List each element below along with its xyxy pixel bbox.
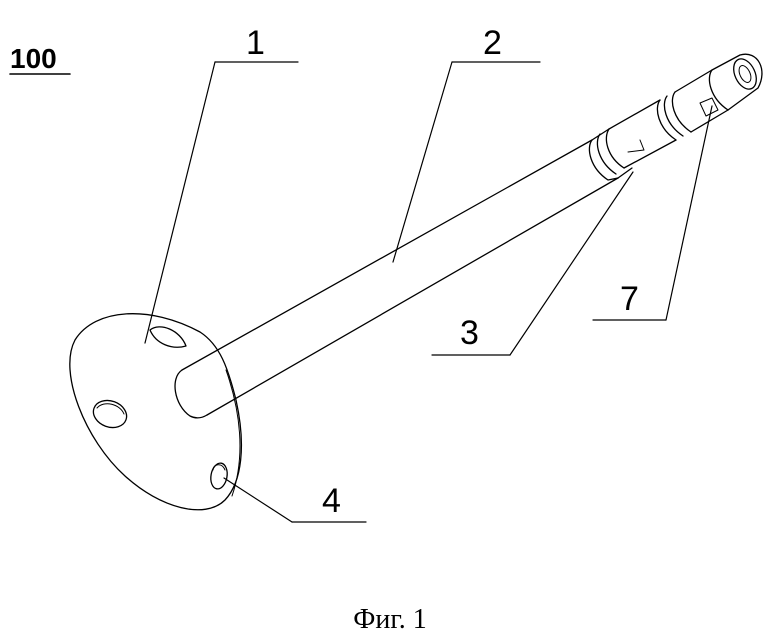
patent-drawing: 100 (0, 0, 780, 600)
label-7: 7 (620, 280, 639, 318)
shaft (175, 54, 762, 418)
label-1: 1 (246, 24, 265, 62)
disk-side-hole (209, 462, 229, 490)
reference-number: 100 (10, 43, 57, 74)
label-2: 2 (483, 24, 502, 62)
tip-opening (729, 55, 761, 92)
disk-head (70, 314, 242, 510)
figure-caption: Фиг. 1 (0, 604, 780, 636)
label-4: 4 (322, 482, 341, 520)
label-3: 3 (460, 314, 479, 352)
disk-top-hole (150, 327, 186, 347)
